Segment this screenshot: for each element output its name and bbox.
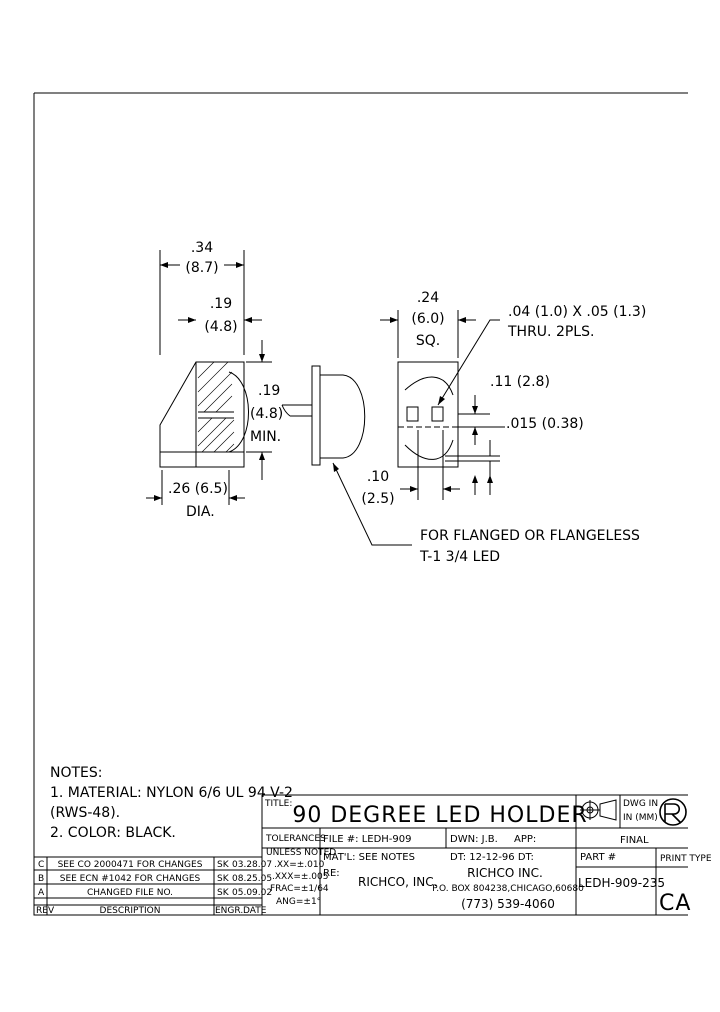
front-view: .24 (6.0) SQ. .04 (1.0) X .05 (1.3) THRU… (361, 290, 646, 507)
callout-text-2: T-1 3/4 LED (419, 549, 500, 565)
dim-lens-depth-mm: (4.8) (204, 319, 237, 335)
dim-square-note: SQ. (416, 333, 440, 349)
lead-hole-2 (431, 406, 444, 422)
material: MAT'L: SEE NOTES (323, 852, 415, 863)
svg-text:C: C (38, 860, 44, 870)
svg-text:ENGR.: ENGR. (215, 906, 243, 916)
unless-noted-label: UNLESS NOTED (266, 848, 336, 858)
dim-hole-spacing: .10 (367, 469, 389, 485)
notes: NOTES: 1. MATERIAL: NYLON 6/6 UL 94 V-2 … (50, 765, 293, 841)
print-type-value: CA (659, 891, 691, 916)
tolerance-xxx: .XXX=±.005 (272, 872, 328, 882)
dim-diameter: .26 (6.5) (168, 481, 228, 497)
rev-row-b: B SEE ECN #1042 FOR CHANGES SK 08.25.05 (38, 874, 272, 884)
file-number: FILE #: LEDH-909 (323, 834, 412, 845)
revision-table: C SEE CO 2000471 FOR CHANGES SK 03.28.07… (34, 856, 272, 916)
svg-text:REV: REV (36, 906, 55, 916)
rev-row-a: A CHANGED FILE NO. SK 05.09.02 (38, 888, 272, 898)
svg-text:03.28.07: 03.28.07 (232, 860, 272, 870)
dim-min-height-mm: (4.8) (250, 406, 283, 422)
company-phone: (773) 539-4060 (461, 897, 555, 911)
dim-hole-spacing-mm: (2.5) (361, 491, 394, 507)
side-view: .34 (8.7) .19 (4.8) .19 (4.8) MIN. .26 (… (146, 240, 283, 520)
dim-hole-note: THRU. 2PLS. (507, 324, 594, 340)
led-dome (320, 374, 366, 459)
title-label: TITLE: (264, 799, 292, 809)
tolerance-frac: FRAC=±1/64 (270, 884, 329, 894)
section-hatch (197, 361, 235, 453)
part-number-label: PART # (580, 852, 616, 863)
rev-header-row: REV DESCRIPTION ENGR. DATE (36, 906, 267, 916)
lens-arc (228, 371, 249, 453)
svg-text:DATE: DATE (243, 906, 267, 916)
drawn-by: DWN: J.B. (450, 834, 498, 845)
drawing-date: DT: 12-12-96 DT: (450, 852, 534, 863)
svg-text:SK: SK (217, 888, 230, 898)
note-line-2: (RWS-48). (50, 805, 120, 821)
dim-square-width: .24 (417, 290, 439, 306)
richco-logo-icon (659, 798, 687, 826)
dim-hole-size: .04 (1.0) X .05 (1.3) (508, 304, 646, 320)
dim-square-width-mm: (6.0) (411, 311, 444, 327)
dim-hole-height: .11 (2.8) (490, 374, 550, 390)
svg-text:CHANGED FILE NO.: CHANGED FILE NO. (87, 888, 173, 898)
drawing-title: 90 DEGREE LED HOLDER (292, 803, 587, 828)
callout-text-1: FOR FLANGED OR FLANGELESS (420, 528, 640, 544)
svg-text:DESCRIPTION: DESCRIPTION (100, 906, 161, 916)
svg-text:SK: SK (217, 874, 230, 884)
dwg-units-mm: IN (MM) (623, 813, 658, 823)
dim-min-note: MIN. (250, 429, 281, 445)
approved-by: APP: (514, 834, 536, 845)
dwg-units-label: DWG IN (623, 799, 658, 809)
sheet-border (33, 92, 688, 916)
dim-min-height: .19 (258, 383, 280, 399)
company-name-left: RICHCO, INC. (358, 875, 437, 889)
svg-text:A: A (38, 888, 45, 898)
final-label: FINAL (620, 835, 649, 846)
tolerances-label: TOLERANCES (265, 834, 326, 844)
holder-outline (159, 361, 245, 468)
svg-text:08.25.05: 08.25.05 (232, 874, 272, 884)
dim-lead-thickness: .015 (0.38) (506, 416, 584, 432)
callout-leader (332, 462, 412, 546)
company-name: RICHCO INC. (467, 866, 543, 880)
led-flange (311, 365, 321, 466)
led-leads (281, 404, 312, 417)
svg-text:SEE CO 2000471 FOR CHANGES: SEE CO 2000471 FOR CHANGES (58, 860, 203, 870)
led-view: FOR FLANGED OR FLANGELESS T-1 3/4 LED (281, 365, 640, 565)
notes-title: NOTES: (50, 765, 103, 781)
dim-overall-length-mm: (8.7) (185, 260, 218, 276)
print-type-label: PRINT TYPE (660, 854, 712, 864)
rev-row-c: C SEE CO 2000471 FOR CHANGES SK 03.28.07 (38, 860, 272, 870)
dim-overall-length: .34 (191, 240, 213, 256)
lead-hole-1 (406, 406, 419, 422)
svg-text:05.09.02: 05.09.02 (232, 888, 272, 898)
note-line-3: 2. COLOR: BLACK. (50, 825, 176, 841)
svg-text:SEE ECN #1042 FOR CHANGES: SEE ECN #1042 FOR CHANGES (60, 874, 201, 884)
company-address: P.O. BOX 804238,CHICAGO,60680 (432, 884, 584, 894)
dim-lens-depth: .19 (210, 296, 232, 312)
part-number: LEDH-909-235 (578, 876, 665, 890)
note-line-1: 1. MATERIAL: NYLON 6/6 UL 94 V-2 (50, 785, 293, 801)
title-block: TITLE: 90 DEGREE LED HOLDER DWG IN IN (M… (261, 794, 712, 916)
svg-text:SK: SK (217, 860, 230, 870)
projection-symbol-icon (580, 799, 617, 821)
tolerance-ang: ANG=±1° (276, 897, 321, 907)
dim-diameter-note: DIA. (186, 504, 215, 520)
tolerance-xx: .XX=±.010 (274, 860, 325, 870)
svg-text:B: B (38, 874, 44, 884)
re-label: RE: (323, 868, 340, 879)
